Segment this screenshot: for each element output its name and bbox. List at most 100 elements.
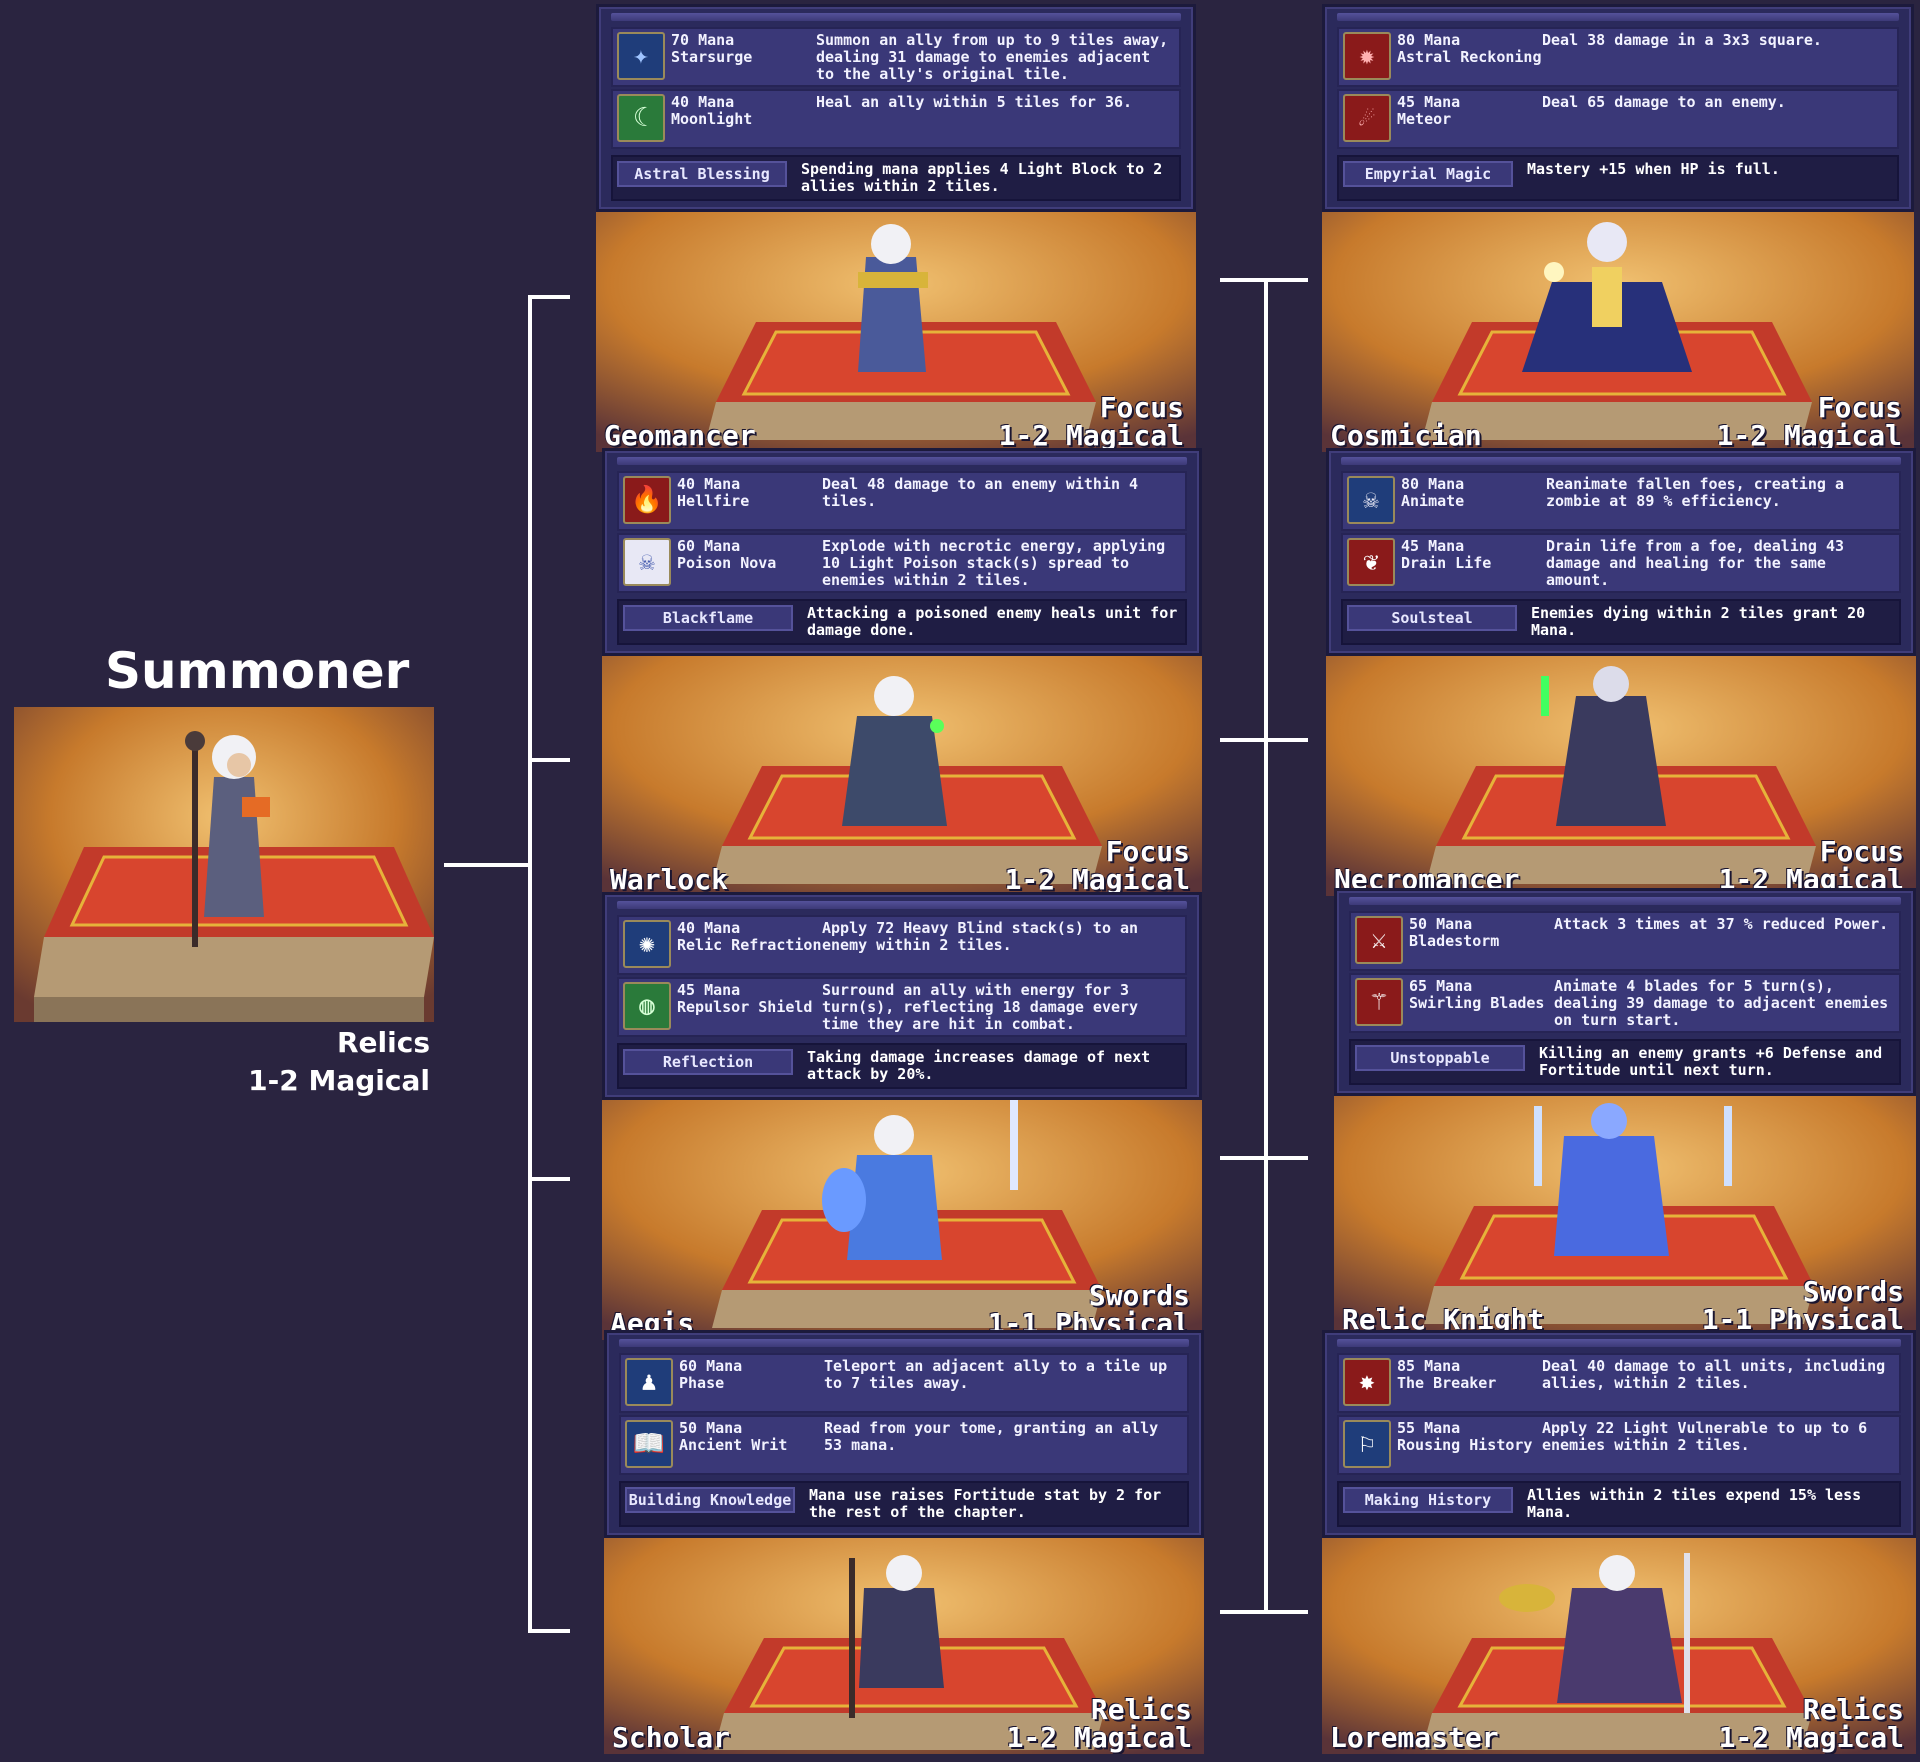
- connector-line: [528, 1177, 570, 1181]
- panel-titlebar: [619, 1339, 1189, 1347]
- passive-description: Killing an enemy grants +6 Defense and F…: [1539, 1044, 1883, 1079]
- panel-titlebar: [1349, 897, 1901, 905]
- connector-line: [1220, 278, 1308, 282]
- skill-description: Deal 40 damage to all units, including a…: [1542, 1357, 1886, 1392]
- skill-description: Apply 22 Light Vulnerable to up to 6 ene…: [1542, 1419, 1868, 1454]
- class-portrait: Geomancer Focus 1-2 Magical: [596, 212, 1196, 452]
- connector-line: [444, 863, 530, 867]
- skill-description: Apply 72 Heavy Blind stack(s) to an enem…: [822, 919, 1139, 954]
- class-range: 1-2 Magical: [1716, 419, 1902, 452]
- skill-description: Explode with necrotic energy, applying 1…: [822, 537, 1166, 589]
- class-portrait: Relic Knight Swords 1-1 Physical: [1334, 1096, 1916, 1336]
- skill-description: Deal 38 damage in a 3x3 square.: [1542, 31, 1822, 49]
- passive-name: Reflection: [623, 1049, 793, 1075]
- passive-description: Attacking a poisoned enemy heals unit fo…: [807, 604, 1178, 639]
- passive-row[interactable]: Reflection Taking damage increases damag…: [617, 1043, 1187, 1089]
- passive-description: Mana use raises Fortitude stat by 2 for …: [809, 1486, 1162, 1521]
- skill-description: Surround an ally with energy for 3 turn(…: [822, 981, 1139, 1033]
- skill-description: Deal 48 damage to an enemy within 4 tile…: [822, 475, 1139, 510]
- passive-row[interactable]: Building Knowledge Mana use raises Forti…: [619, 1481, 1189, 1527]
- passive-name: Building Knowledge: [625, 1487, 795, 1513]
- class-range: 1-2 Magical: [1004, 863, 1190, 896]
- passive-row[interactable]: Making History Allies within 2 tiles exp…: [1337, 1481, 1901, 1527]
- panel-titlebar: [1337, 1339, 1901, 1347]
- class-name: Loremaster: [1330, 1721, 1499, 1754]
- skill-description: Heal an ally within 5 tiles for 36.: [816, 93, 1133, 111]
- animate-icon: ☠: [1347, 476, 1395, 524]
- class-portrait: Cosmician Focus 1-2 Magical: [1322, 212, 1914, 452]
- drain-life-icon: ❦: [1347, 538, 1395, 586]
- passive-description: Mastery +15 when HP is full.: [1527, 160, 1780, 178]
- passive-description: Taking damage increases damage of next a…: [807, 1048, 1151, 1083]
- panel-titlebar: [617, 901, 1187, 909]
- passive-name: Astral Blessing: [617, 161, 787, 187]
- passive-row[interactable]: Soulsteal Enemies dying within 2 tiles g…: [1341, 599, 1901, 645]
- passive-name: Soulsteal: [1347, 605, 1517, 631]
- connector-line: [1264, 278, 1268, 1614]
- passive-row[interactable]: Astral Blessing Spending mana applies 4 …: [611, 155, 1181, 201]
- connector-line: [1220, 1156, 1308, 1160]
- skill-description: Drain life from a foe, dealing 43 damage…: [1546, 537, 1845, 589]
- class-name: Warlock: [610, 863, 729, 896]
- class-portrait: Loremaster Relics 1-2 Magical: [1322, 1538, 1916, 1754]
- class-weapon: Relics: [1802, 1693, 1904, 1726]
- skill-description: Summon an ally from up to 9 tiles away, …: [816, 31, 1169, 83]
- base-class-range: 1-2 Magical: [248, 1064, 430, 1097]
- class-weapon: Swords: [1088, 1279, 1190, 1312]
- skill-description: Animate 4 blades for 5 turn(s), dealing …: [1554, 977, 1889, 1029]
- base-class-weapon: Relics: [336, 1026, 430, 1059]
- passive-row[interactable]: Empyrial Magic Mastery +15 when HP is fu…: [1337, 155, 1899, 201]
- astral-reckoning-icon: ✹: [1343, 32, 1391, 80]
- passive-name: Empyrial Magic: [1343, 161, 1513, 187]
- repulsor-shield-icon: ◍: [623, 982, 671, 1030]
- skill-description: Reanimate fallen foes, creating a zombie…: [1546, 475, 1845, 510]
- poison-nova-icon: ☠: [623, 538, 671, 586]
- passive-row[interactable]: Unstoppable Killing an enemy grants +6 D…: [1349, 1039, 1901, 1085]
- class-weapon: Focus: [1099, 391, 1184, 424]
- skill-description: Deal 65 damage to an enemy.: [1542, 93, 1786, 111]
- class-range: 1-2 Magical: [998, 419, 1184, 452]
- class-portrait: Warlock Focus 1-2 Magical: [602, 656, 1202, 896]
- moonlight-icon: ☾: [617, 94, 665, 142]
- hellfire-icon: 🔥: [623, 476, 671, 524]
- passive-row[interactable]: Blackflame Attacking a poisoned enemy he…: [617, 599, 1187, 645]
- skill-description: Attack 3 times at 37 % reduced Power.: [1554, 915, 1889, 933]
- base-class-portrait: [14, 707, 434, 1022]
- panel-titlebar: [617, 457, 1187, 465]
- panel-titlebar: [611, 13, 1181, 21]
